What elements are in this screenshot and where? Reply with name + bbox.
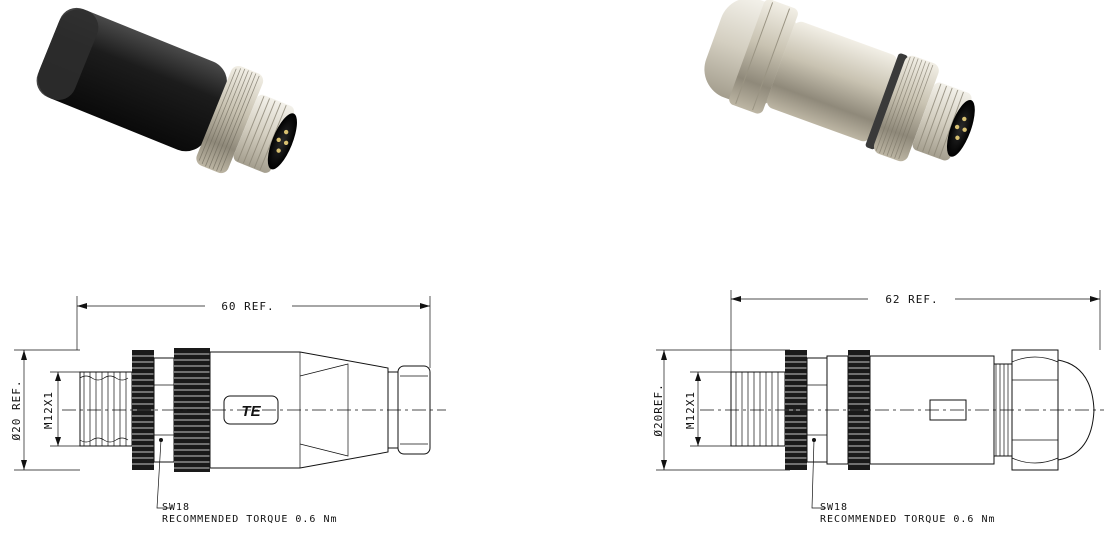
thread-section-right — [730, 371, 786, 447]
length-label-right: 62 REF. — [885, 293, 938, 306]
left-connector-photo — [36, 7, 297, 174]
pin-face — [267, 113, 297, 170]
thread-label-right: M12X1 — [684, 391, 697, 429]
knurled-nut — [196, 65, 264, 174]
right-connector-photo — [704, 0, 975, 162]
length-dimension-line-right — [731, 296, 1100, 302]
metal-body — [766, 21, 898, 142]
torque-label-right: RECOMMENDED TORQUE 0.6 Nm — [820, 514, 996, 525]
length-label: 60 REF. — [221, 300, 274, 313]
wrench-label: SW18 — [162, 502, 190, 513]
wrench-label-right: SW18 — [820, 502, 848, 513]
diameter-label-right: Ø20REF. — [652, 383, 665, 436]
leader-line — [156, 439, 172, 509]
thread-section — [79, 371, 133, 447]
te-logo: TE — [241, 403, 261, 420]
leader-line-right — [811, 439, 826, 509]
length-dimension-line — [77, 303, 430, 309]
left-technical-drawing: 60 REF. Ø20 REF. M12X1 — [10, 296, 446, 525]
right-technical-drawing: 62 REF. Ø20REF. M12X1 — [652, 290, 1104, 525]
diameter-label: Ø20 REF. — [10, 380, 23, 441]
thread-label: M12X1 — [42, 391, 55, 429]
thread — [233, 94, 295, 173]
torque-label: RECOMMENDED TORQUE 0.6 Nm — [162, 514, 338, 525]
